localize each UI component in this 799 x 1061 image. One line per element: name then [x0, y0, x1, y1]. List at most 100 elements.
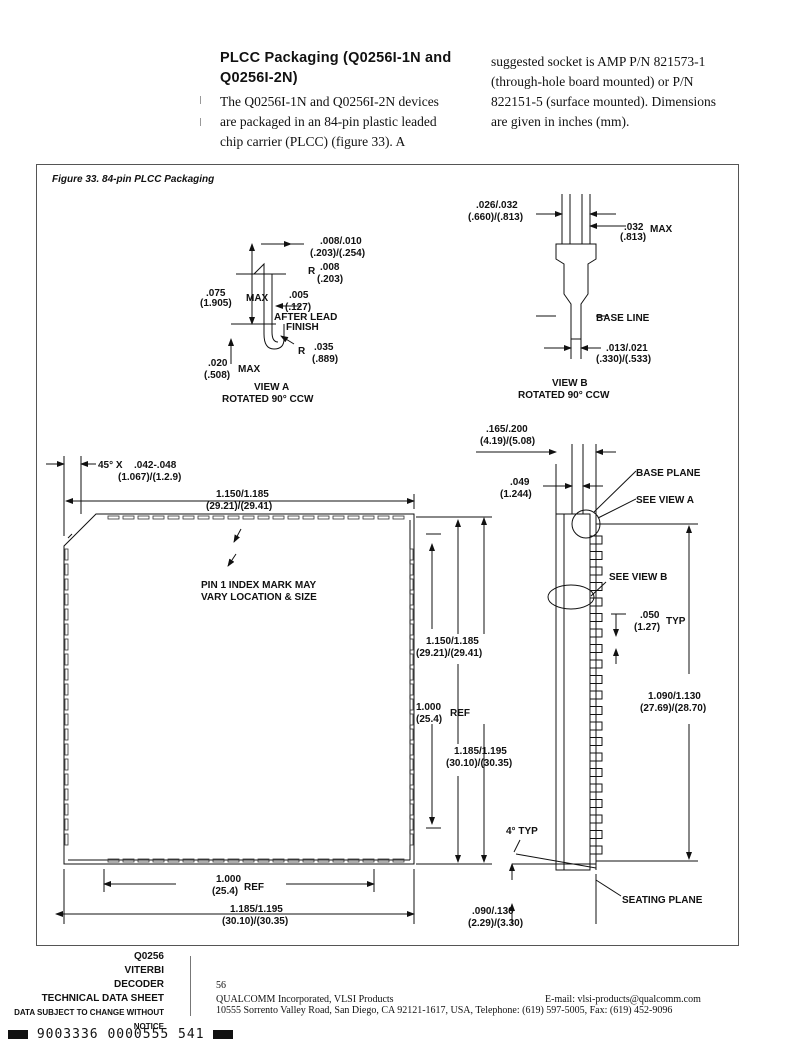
side-standoff: .090/.130 [472, 906, 514, 917]
view-b-base-line: BASE LINE [596, 313, 650, 324]
side-lead [590, 597, 603, 607]
bottom-pin [152, 858, 165, 863]
right-pin [409, 773, 414, 786]
right-pin [409, 818, 414, 831]
view-a-d2: .075 [206, 288, 226, 299]
right-pin [409, 683, 414, 696]
right-pin [409, 563, 414, 576]
top-pin [137, 515, 150, 520]
side-span-mm: (27.69)/(28.70) [640, 703, 706, 714]
top-chamfer-mm: (1.067)/(1.2.9) [118, 472, 181, 483]
side-lead [590, 551, 603, 560]
bottom-pin [362, 858, 375, 863]
view-b-d3: .013/.021 [606, 343, 648, 354]
view-a-r1: .008 [320, 262, 340, 273]
right-pin [409, 548, 414, 561]
top-pin [272, 515, 285, 520]
body-column-2: suggested socket is AMP P/N 821573-1 (th… [491, 52, 751, 132]
pin1-note-1: PIN 1 INDEX MARK MAY [201, 580, 317, 591]
footer-product-1: Q0256 [133, 951, 164, 962]
left-pin [64, 593, 69, 606]
pin1-note-2: VARY LOCATION & SIZE [201, 592, 317, 603]
side-base-plane: BASE PLANE [636, 468, 701, 479]
barcode-row: 9003336 0000555 541 [8, 1027, 234, 1042]
footer-divider [190, 956, 191, 1016]
top-view-drawing [46, 456, 492, 924]
body-line: are packaged in an 84-pin plastic leaded [220, 114, 437, 129]
side-seating-plane: SEATING PLANE [622, 895, 703, 906]
top-ref-h: 1.000 [216, 874, 241, 885]
bottom-pin [137, 858, 150, 863]
right-pin [409, 803, 414, 816]
left-pin [64, 548, 69, 561]
view-a-d2mm: (1.905) [200, 298, 232, 309]
barcode-block-left [8, 1030, 28, 1039]
top-width: 1.150/1.185 [216, 489, 269, 500]
body-line: 822151-5 (surface mounted). Dimensions [491, 94, 716, 109]
side-pitch-mm: (1.27) [634, 622, 660, 633]
left-pin [64, 728, 69, 741]
side-lead [590, 799, 603, 808]
view-a-d4mm: (.508) [204, 370, 230, 381]
top-pin [302, 515, 315, 520]
footer-notice: DATA SUBJECT TO CHANGE WITHOUT NOTICE [14, 1008, 164, 1031]
top-pin [182, 515, 195, 520]
top-pin [227, 515, 240, 520]
figure-frame [36, 164, 739, 946]
body-line: chip carrier (PLCC) (figure 33). A [220, 134, 406, 149]
top-pin [347, 515, 360, 520]
left-pin [64, 743, 69, 756]
view-a-r2-label: R [298, 346, 306, 357]
top-outer-w-mm: (30.10)/(30.35) [222, 916, 288, 927]
side-lead [590, 783, 603, 793]
top-outer-h: 1.185/1.195 [454, 746, 507, 757]
bottom-pin [287, 858, 300, 863]
view-b-d1: .026/.032 [476, 200, 518, 211]
top-pin [332, 515, 345, 520]
top-ref-h-mm: (25.4) [212, 886, 238, 897]
left-pin [64, 623, 69, 636]
view-a-d1: .008/.010 [320, 236, 362, 247]
view-b-d2-max: MAX [650, 224, 673, 235]
side-pitch-typ: TYP [666, 616, 686, 627]
top-pin [392, 515, 405, 520]
company-address: 10555 Sorrento Valley Road, San Diego, C… [216, 1005, 673, 1016]
margin-ticks [200, 96, 204, 136]
top-pin [362, 515, 375, 520]
side-lead [590, 768, 603, 777]
side-lead [590, 752, 603, 762]
view-b-d1mm: (.660)/(.813) [468, 212, 523, 223]
view-a-r1mm: (.203) [317, 274, 343, 285]
side-h1: .165/.200 [486, 424, 528, 435]
view-a-d3: .005 [289, 290, 309, 301]
top-pin [257, 515, 270, 520]
left-pin [64, 653, 69, 666]
side-span: 1.090/1.130 [648, 691, 701, 702]
right-pin [409, 653, 414, 666]
body-line: (through-hole board mounted) or P/N [491, 74, 694, 89]
bottom-pin [377, 858, 390, 863]
right-pin [409, 698, 414, 711]
section-heading: PLCC Packaging (Q0256I-1N and Q0256I-2N) [220, 48, 480, 88]
view-b-d2: .032 [624, 222, 644, 233]
side-lead [590, 830, 603, 839]
right-pin [409, 608, 414, 621]
left-pin [64, 578, 69, 591]
bottom-pin [227, 858, 240, 863]
left-pin [64, 758, 69, 771]
right-pin [409, 743, 414, 756]
left-pin [64, 563, 69, 576]
top-outer-w: 1.185/1.195 [230, 904, 283, 915]
view-b-d3mm: (.330)/(.533) [596, 354, 651, 365]
side-view-drawing [476, 444, 698, 924]
top-chamfer-val: .042-.048 [134, 460, 177, 471]
top-pin [377, 515, 390, 520]
bottom-pin [212, 858, 225, 863]
company-email: E-mail: vlsi-products@qualcomm.com [545, 994, 701, 1005]
bottom-pin [347, 858, 360, 863]
side-view-leads [590, 535, 603, 855]
side-lead [590, 675, 603, 684]
view-a-r2mm: (.889) [312, 354, 338, 365]
top-ref-v-mm: (25.4) [416, 714, 442, 725]
bottom-pin [197, 858, 210, 863]
